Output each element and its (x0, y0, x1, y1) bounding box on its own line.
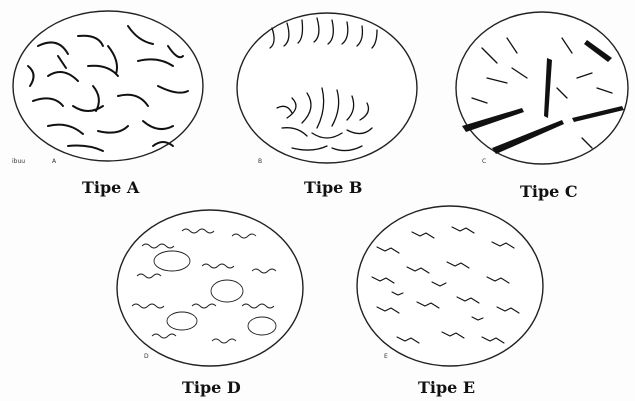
panel-e-corner-letter: E (384, 353, 388, 360)
panel-a-corner-letter: A (52, 158, 56, 165)
micrograph-type-c (452, 8, 632, 168)
caption-tipe-b: Tipe B (304, 178, 362, 197)
panel-b-corner-letter: B (258, 158, 262, 165)
micrograph-type-e (352, 202, 548, 370)
caption-tipe-a: Tipe A (82, 178, 139, 197)
caption-tipe-e: Tipe E (418, 378, 475, 397)
caption-tipe-d: Tipe D (182, 378, 241, 397)
caption-tipe-c: Tipe C (520, 182, 578, 201)
micrograph-type-a (8, 6, 208, 166)
micrograph-type-b (232, 8, 422, 168)
panel-c-corner-letter: C (482, 158, 486, 165)
panel-d-corner-letter: D (144, 353, 149, 360)
panel-a-side-note: ibuu (12, 158, 25, 165)
micrograph-type-d (112, 206, 308, 370)
